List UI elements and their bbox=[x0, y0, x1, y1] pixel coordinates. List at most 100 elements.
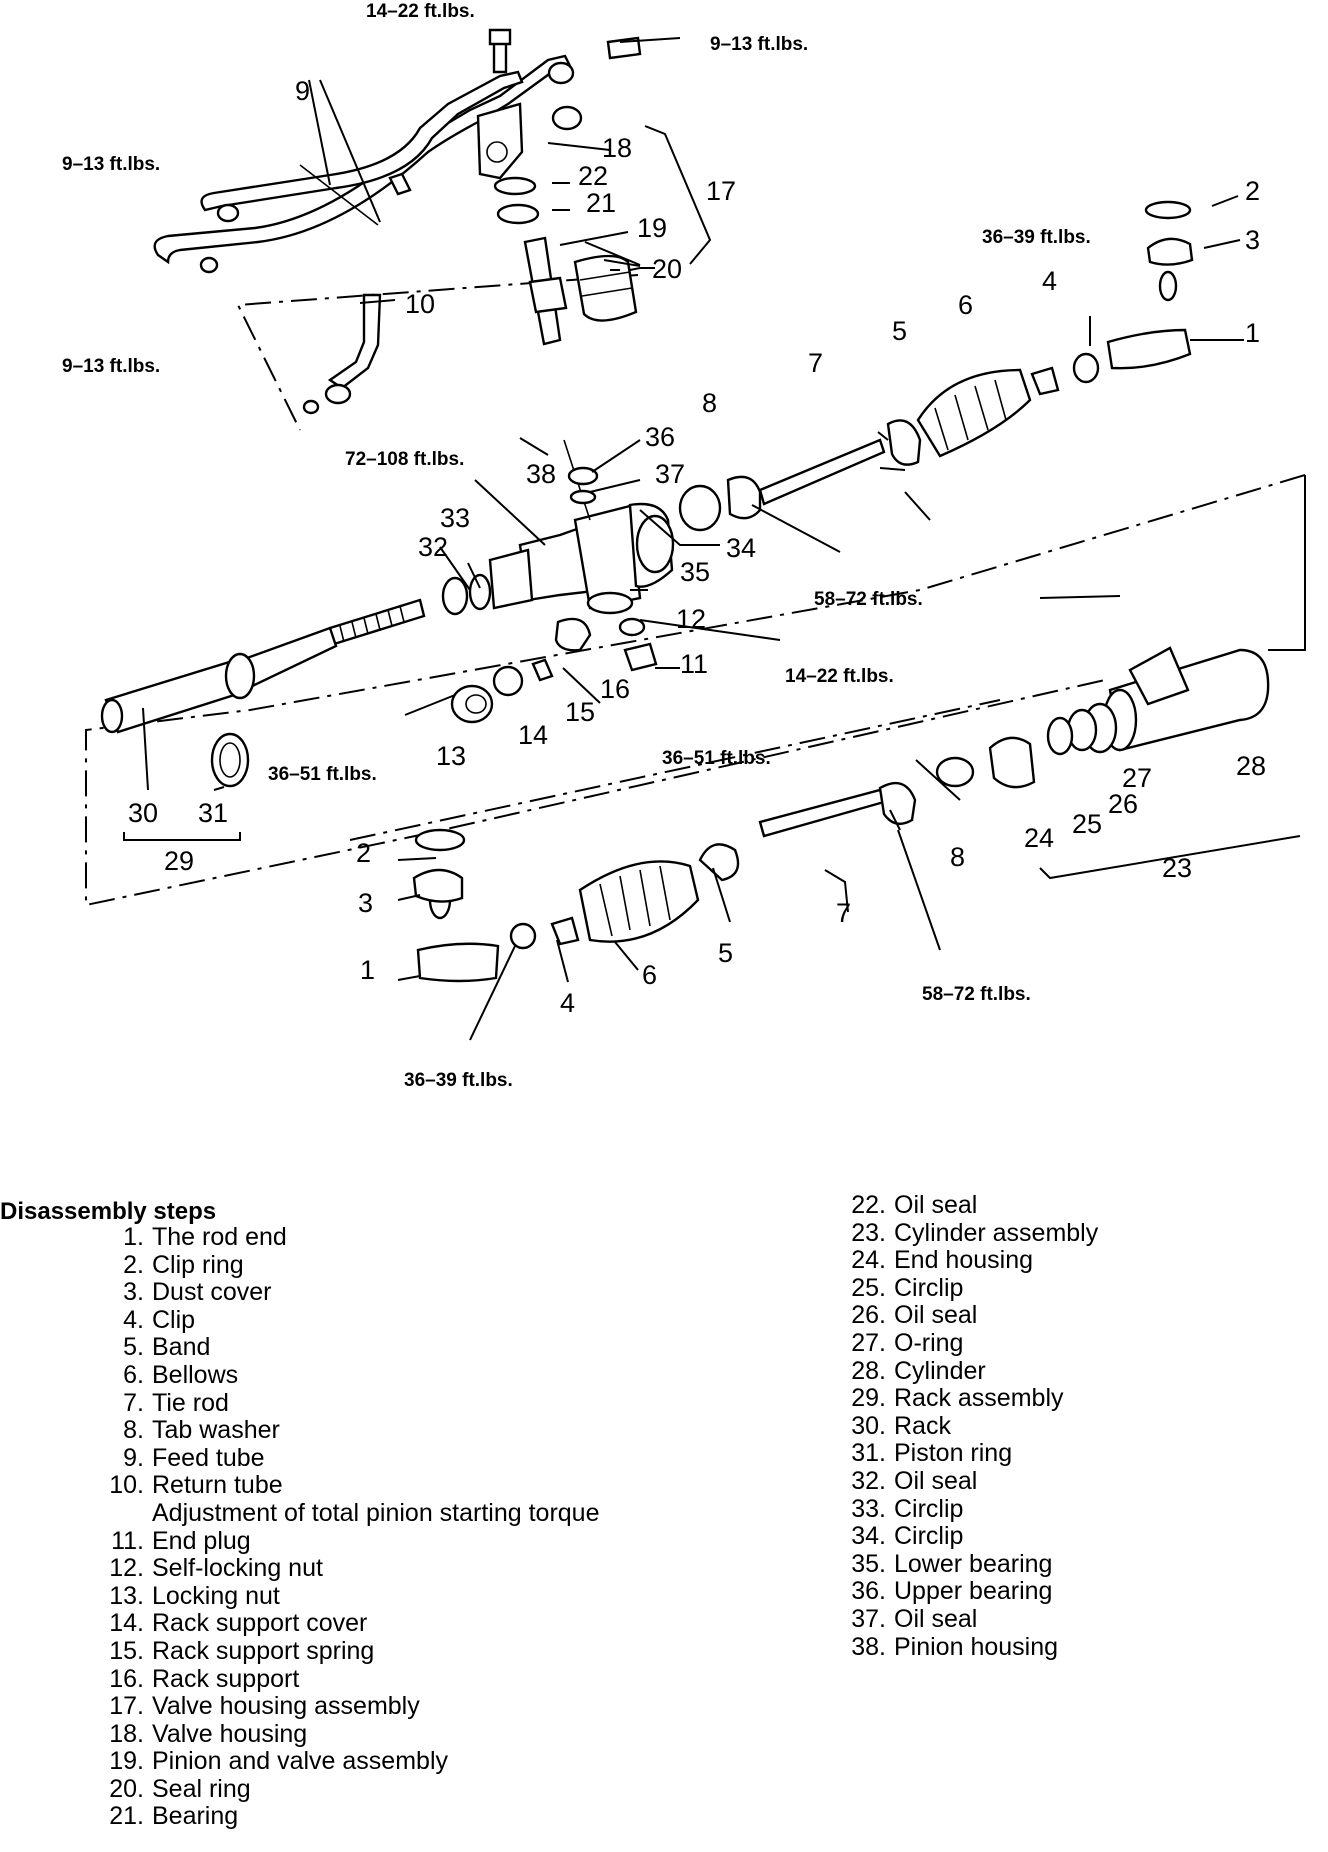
torque-36-39-upper: 36–39 ft.lbs. bbox=[982, 227, 1091, 248]
legend-item: 8.Tab washer bbox=[96, 1416, 600, 1445]
rack bbox=[100, 598, 426, 788]
legend-item-number: 21. bbox=[109, 1802, 144, 1831]
legend-item-label: Pinion housing bbox=[894, 1632, 1059, 1661]
legend-item: 2.Clip ring bbox=[96, 1250, 600, 1280]
legend-item-label: Circlip bbox=[894, 1494, 964, 1523]
return-tube bbox=[302, 293, 382, 415]
legend-item: 33.Circlip bbox=[838, 1494, 1098, 1524]
legend-item-number: 38. bbox=[851, 1632, 886, 1661]
legend-item: 13.Locking nut bbox=[96, 1582, 600, 1611]
callout-15: 15 bbox=[565, 697, 595, 727]
torque-36-51-left: 36–51 ft.lbs. bbox=[268, 764, 377, 785]
legend-item-label: Valve housing bbox=[152, 1719, 308, 1748]
callout-25: 25 bbox=[1072, 809, 1102, 839]
legend-item-label: Tab washer bbox=[152, 1416, 280, 1445]
legend-item-label: Clip bbox=[152, 1305, 196, 1334]
legend-item-number: 14. bbox=[109, 1609, 144, 1638]
legend-item: 37. Oil seal bbox=[838, 1604, 1098, 1634]
legend-item-number: 37. bbox=[851, 1604, 886, 1633]
legend-item-label: Oil seal bbox=[894, 1301, 978, 1330]
legend-item-label: Feed tube bbox=[152, 1443, 265, 1472]
torque-58-72-upper: 58–72 ft.lbs. bbox=[814, 589, 923, 610]
callout-7-lower: 7 bbox=[836, 898, 851, 928]
legend-item: 4.Clip bbox=[96, 1305, 600, 1335]
callout-1-lower: 1 bbox=[360, 955, 375, 985]
legend-item-number: 12. bbox=[109, 1554, 144, 1583]
legend-item-label: Rack assembly bbox=[894, 1384, 1064, 1413]
legend-item: 18.Valve housing bbox=[96, 1719, 600, 1749]
legend-item-label: Rack support spring bbox=[152, 1636, 375, 1665]
legend-item: 38. Pinion housing bbox=[838, 1632, 1098, 1662]
valve-housing-assembly bbox=[476, 28, 642, 346]
callout-32: 32 bbox=[418, 532, 448, 562]
legend-item: 5. Band bbox=[96, 1334, 600, 1362]
legend-item-label: Tie rod bbox=[152, 1388, 229, 1417]
legend-item-label: Valve housing assembly bbox=[152, 1692, 420, 1721]
legend-item-label: Lower bearing bbox=[894, 1549, 1053, 1578]
legend-item-label: Clip ring bbox=[152, 1250, 244, 1279]
callout-13: 13 bbox=[436, 741, 466, 771]
torque-9-13-top-right: 9–13 ft.lbs. bbox=[710, 34, 808, 55]
legend-item-number: 7. bbox=[123, 1388, 144, 1417]
legend-item-label: Rack support bbox=[152, 1664, 300, 1693]
legend-item-number: 23. bbox=[851, 1218, 886, 1247]
rack-support-parts bbox=[450, 466, 658, 724]
callout-29: 29 bbox=[164, 846, 194, 876]
cylinder-assembly bbox=[935, 646, 1270, 789]
callout-31: 31 bbox=[198, 798, 228, 828]
callout-36: 36 bbox=[645, 422, 675, 452]
callout-3-upper: 3 bbox=[1245, 225, 1260, 255]
legend-item-label: Rack bbox=[894, 1411, 951, 1440]
legend-item: 28.Cylinder bbox=[838, 1356, 1098, 1386]
callout-28: 28 bbox=[1236, 751, 1266, 781]
callout-8-lower: 8 bbox=[950, 842, 965, 872]
callout-10: 10 bbox=[405, 289, 435, 319]
callout-34: 34 bbox=[726, 533, 756, 563]
legend-item-label: End housing bbox=[894, 1246, 1034, 1275]
callout-2-lower: 2 bbox=[356, 838, 371, 868]
callout-26: 26 bbox=[1108, 789, 1138, 819]
legend-item-number: 31. bbox=[851, 1439, 886, 1468]
legend-item-number: 36. bbox=[851, 1577, 886, 1606]
legend-item-label: Self-locking nut bbox=[152, 1554, 323, 1583]
lower-tie-rod-side bbox=[412, 781, 917, 983]
legend-item: 6.Bellows bbox=[96, 1361, 600, 1390]
legend-item-number: 34. bbox=[851, 1522, 886, 1551]
callout-22: 22 bbox=[578, 161, 608, 191]
legend-item: 19.Pinion and valve assembly bbox=[96, 1747, 600, 1776]
legend-item-label: Rack support cover bbox=[152, 1609, 368, 1638]
legend-item-label: Band bbox=[152, 1333, 211, 1362]
callout-12: 12 bbox=[676, 604, 706, 634]
legend-item: 12. Self-locking nut bbox=[96, 1554, 600, 1583]
legend-item-label: Adjustment of total pinion starting torq… bbox=[152, 1498, 600, 1527]
legend-item: 32.Oil seal bbox=[838, 1466, 1098, 1496]
legend-item: 20.Seal ring bbox=[96, 1775, 600, 1804]
callout-7-upper: 7 bbox=[808, 348, 823, 378]
legend-item-label: Return tube bbox=[152, 1471, 283, 1500]
legend-item: 22.Oil seal bbox=[838, 1191, 1098, 1220]
legend-item-number: 32. bbox=[851, 1466, 886, 1495]
legend-item-number: 16. bbox=[109, 1664, 144, 1693]
legend-item: 17.Valve housing assembly bbox=[96, 1692, 600, 1721]
legend-item: 15.Rack support spring bbox=[96, 1636, 600, 1666]
legend-item: 9.Feed tube bbox=[96, 1443, 600, 1473]
legend-item-number: 19. bbox=[109, 1747, 144, 1776]
legend-item: 10.Return tube bbox=[96, 1472, 600, 1500]
legend-item: 23.Cylinder assembly bbox=[838, 1218, 1098, 1248]
legend-item-label: Bearing bbox=[152, 1802, 239, 1831]
legend-item-number: 11. bbox=[111, 1526, 144, 1555]
callout-4-lower: 4 bbox=[560, 988, 575, 1018]
legend-item-number: 28. bbox=[851, 1356, 886, 1385]
callout-9: 9 bbox=[295, 76, 310, 106]
legend-item: 34.Circlip bbox=[838, 1522, 1098, 1551]
callout-17: 17 bbox=[706, 176, 736, 206]
legend-item-number: 3. bbox=[123, 1278, 144, 1307]
legend-item-number: 25. bbox=[851, 1273, 886, 1302]
callout-33: 33 bbox=[440, 503, 470, 533]
torque-14-22-top: 14–22 ft.lbs. bbox=[366, 1, 475, 22]
legend-item-label: Oil seal bbox=[894, 1604, 978, 1633]
legend-item-number: 5. bbox=[123, 1333, 144, 1362]
callout-19: 19 bbox=[637, 213, 667, 243]
callout-5-lower: 5 bbox=[718, 938, 733, 968]
